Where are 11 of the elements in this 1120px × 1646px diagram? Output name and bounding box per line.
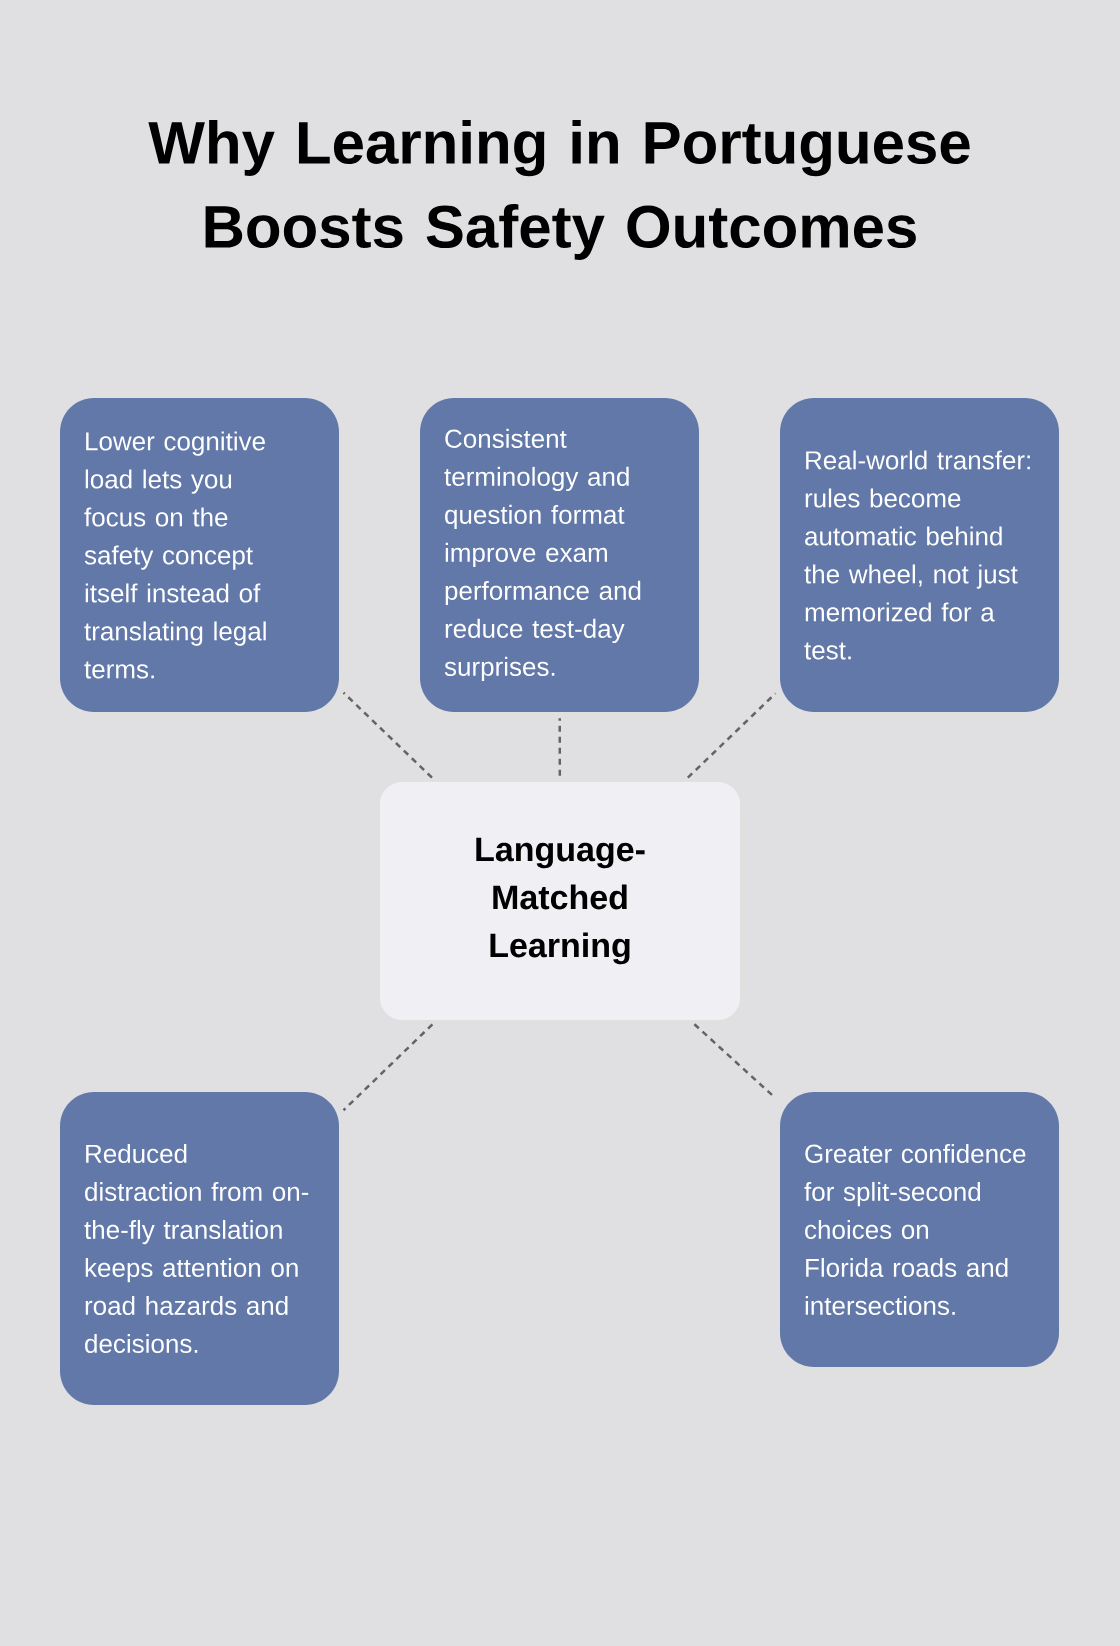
title: Why Learning in Portuguese Boosts Safety Outcomes <box>148 120 970 260</box>
connector-line <box>342 1023 434 1112</box>
connector-line <box>558 718 562 776</box>
info-box: Lower cognitive load lets you focus on the safety concept itself instead of translating legal terms. <box>60 398 339 712</box>
info-box: Consistent terminology and question format improve exam performance and reduce test-day surprises. <box>420 398 699 712</box>
center-box: Language-Matched Learning <box>380 782 740 1020</box>
connector-line <box>687 692 777 779</box>
info-box: Real-world transfer: rules become automatic behind the wheel, not just memorized for a test. <box>780 398 1059 712</box>
info-box: Reduced distraction from on-the-fly translation keeps attention on road hazards and decisions. <box>60 1092 339 1405</box>
info-box: Greater confidence for split-second choices on Florida roads and intersections. <box>780 1092 1059 1367</box>
connector-line <box>342 691 433 779</box>
